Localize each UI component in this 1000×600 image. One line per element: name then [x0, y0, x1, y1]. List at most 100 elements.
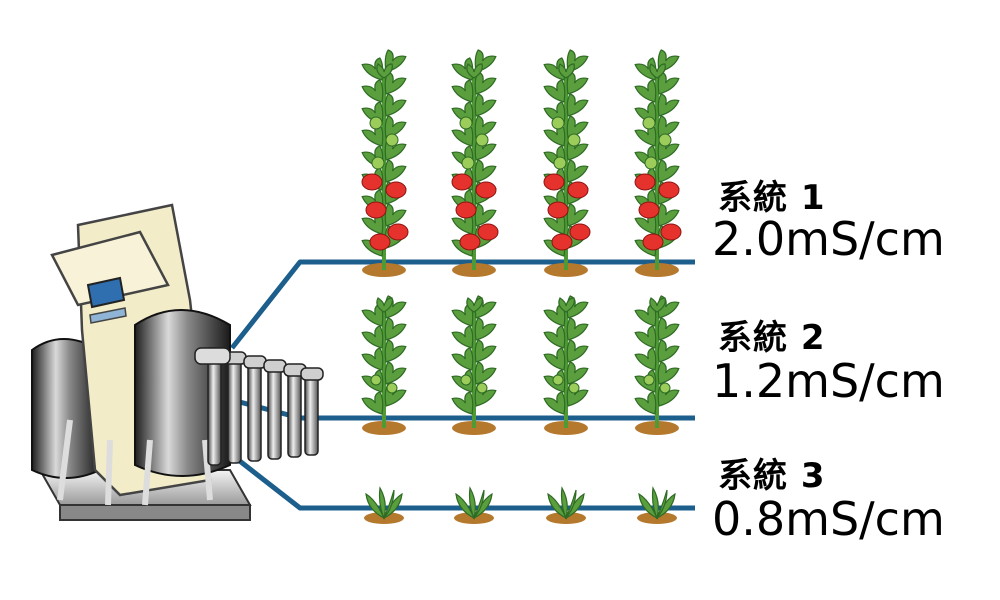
leaf: [384, 159, 407, 183]
seedling-blade: [473, 489, 485, 519]
system-1-value: 2.0mS/cm: [712, 212, 945, 266]
red-tomato: [387, 223, 409, 241]
leaf: [451, 79, 474, 103]
green-tomato: [644, 156, 658, 170]
plant-row-2: [361, 295, 680, 435]
leaf-right: [384, 93, 407, 117]
green-tomato: [659, 382, 671, 394]
leaf: [566, 361, 589, 385]
leaf-right: [657, 115, 680, 139]
outlet-tube: [304, 374, 319, 456]
leaf: [361, 123, 384, 147]
green-tomato: [567, 133, 581, 147]
green-tomato: [370, 374, 382, 386]
red-tomato: [369, 233, 391, 251]
green-tomato: [369, 116, 383, 130]
leaf-right: [474, 339, 497, 363]
red-tomato: [551, 233, 573, 251]
green-tomato: [461, 156, 475, 170]
leaf-right: [384, 159, 407, 183]
green-tomato: [476, 382, 488, 394]
plant: [361, 295, 407, 435]
system-1-label: 系統 1: [718, 178, 826, 218]
red-tomato: [365, 201, 387, 219]
seedling-blade: [560, 486, 568, 520]
seedling-blade: [547, 492, 568, 520]
leaf-right: [384, 317, 407, 341]
leaf-right: [566, 159, 589, 183]
green-tomato: [553, 156, 567, 170]
leaf: [566, 317, 589, 341]
leaf: [474, 159, 497, 183]
leaf-right: [384, 115, 407, 139]
red-tomato: [567, 181, 589, 199]
seedling-blade: [638, 492, 659, 520]
red-tomato: [361, 173, 383, 191]
leaf: [474, 317, 497, 341]
green-tomato: [475, 133, 489, 147]
leaf: [361, 325, 384, 349]
leaf: [474, 361, 497, 385]
control-screen: [86, 276, 126, 309]
seedling-blade: [383, 489, 395, 519]
leaf: [361, 391, 384, 415]
leaf: [634, 347, 657, 371]
leaf: [566, 159, 589, 183]
leaf: [384, 115, 407, 139]
leaf: [474, 203, 497, 227]
plant-row-1: [361, 49, 682, 277]
leaf-right: [384, 339, 407, 363]
leaf-right: [474, 93, 497, 117]
leg: [202, 439, 213, 501]
leaf: [543, 79, 566, 103]
leaf: [566, 339, 589, 363]
leaf: [384, 361, 407, 385]
leaf: [566, 115, 589, 139]
leaf: [543, 325, 566, 349]
plant-top: [558, 63, 575, 79]
machine-base-edge: [59, 504, 251, 521]
outlet-tube: [247, 362, 262, 462]
green-tomato: [371, 156, 385, 170]
leaf: [634, 79, 657, 103]
plant: [454, 486, 494, 524]
leaf-right: [566, 203, 589, 227]
seedling-blade: [565, 489, 577, 519]
leaf-right: [474, 115, 497, 139]
leaf: [543, 347, 566, 371]
leaf-right: [474, 159, 497, 183]
red-tomato: [660, 223, 682, 241]
red-tomato: [547, 201, 569, 219]
leg: [105, 439, 113, 506]
leaf: [657, 339, 680, 363]
leaf-right: [474, 361, 497, 385]
leaf: [543, 123, 566, 147]
seedling-blade: [455, 492, 476, 520]
machine-lid: [50, 230, 170, 307]
red-tomato: [543, 173, 565, 191]
leaf: [384, 203, 407, 227]
outlet-valve: [300, 367, 324, 381]
red-tomato: [459, 233, 481, 251]
green-tomato: [643, 374, 655, 386]
green-tomato: [658, 133, 672, 147]
plant: [451, 295, 497, 435]
fertigation-machine: [31, 203, 324, 521]
leaf-right: [474, 317, 497, 341]
leaf: [657, 159, 680, 183]
leaf: [451, 325, 474, 349]
leaf: [634, 123, 657, 147]
leaf: [451, 123, 474, 147]
leaf: [361, 79, 384, 103]
red-tomato: [642, 233, 664, 251]
leaf: [634, 391, 657, 415]
leaf: [657, 317, 680, 341]
red-tomato: [385, 181, 407, 199]
red-tomato: [455, 201, 477, 219]
green-tomato: [552, 374, 564, 386]
leaf-right: [384, 203, 407, 227]
leg: [142, 439, 153, 506]
red-tomato: [477, 223, 499, 241]
green-tomato: [386, 382, 398, 394]
